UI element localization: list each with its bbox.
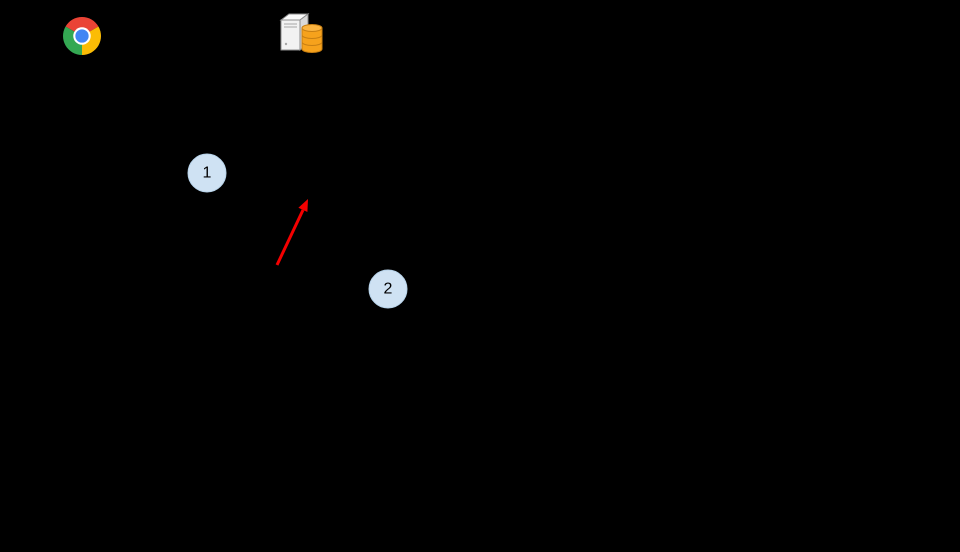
chrome-red-segment (65, 17, 99, 36)
db-disk-separator (301, 41, 323, 46)
database-server-icon (279, 13, 323, 53)
arrow-head (298, 199, 308, 212)
db-cylinder-body (301, 27, 323, 53)
red-arrow (275, 199, 308, 266)
step-circle (368, 269, 408, 309)
step-badge-2: 2 (368, 269, 408, 309)
db-disk-separator (301, 34, 323, 39)
step-label: 2 (384, 281, 393, 298)
db-cylinder-top (301, 24, 323, 32)
chrome-browser-icon (63, 17, 101, 55)
chrome-blue-core (75, 29, 89, 43)
server-power-dot (284, 42, 288, 46)
step-badge-1: 1 (187, 153, 227, 193)
database-cylinder (301, 24, 323, 53)
step-label: 1 (203, 165, 212, 182)
arrow-shaft (275, 209, 305, 266)
step-circle (187, 153, 227, 193)
